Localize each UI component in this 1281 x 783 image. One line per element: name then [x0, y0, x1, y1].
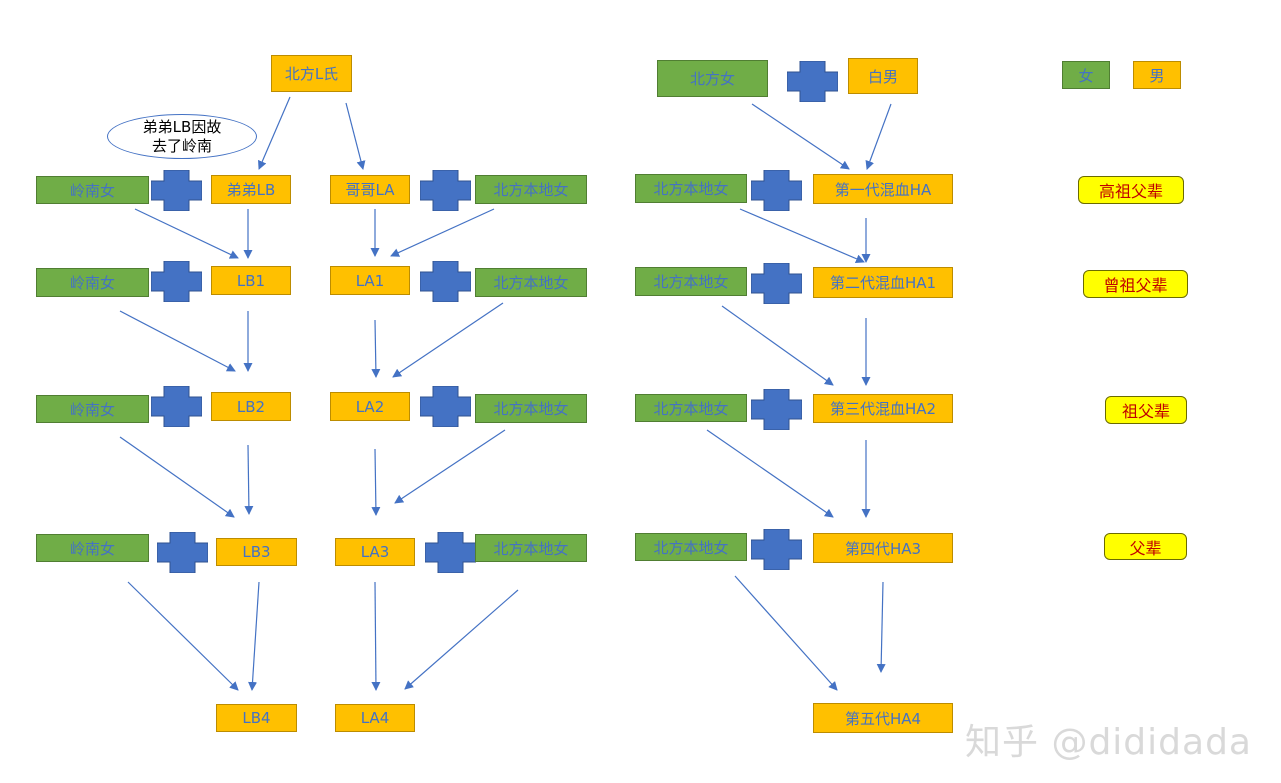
north-l-clan-box: 北方L氏: [271, 55, 352, 92]
lingnan-woman-box: 岭南女: [36, 176, 149, 204]
arrow: [345, 102, 366, 170]
la-box: LA4: [335, 704, 415, 732]
arrow: [751, 103, 850, 170]
plus-icon: [787, 61, 838, 102]
la-box: 哥哥LA: [330, 175, 410, 204]
north-woman-box: 北方女: [657, 60, 768, 97]
ha-box: 第二代混血HA1: [813, 267, 953, 298]
arrow: [248, 581, 260, 691]
local-woman-box: 北方本地女: [475, 394, 587, 423]
lingnan-woman-box: 岭南女: [36, 534, 149, 562]
arrow: [371, 319, 381, 378]
arrow: [127, 581, 239, 691]
arrow: [390, 208, 495, 257]
local-woman-box: 北方本地女: [635, 394, 747, 422]
local-woman-box: 北方本地女: [635, 533, 747, 561]
arrow: [134, 208, 239, 259]
lb-box: 弟弟LB: [211, 175, 291, 204]
lb-box: LB4: [216, 704, 297, 732]
note-bubble: 弟弟LB因故去了岭南: [107, 114, 257, 159]
watermark: 知乎 @dididada: [965, 722, 1252, 763]
generation-label: 祖父辈: [1105, 396, 1187, 424]
lb-box: LB2: [211, 392, 291, 421]
plus-icon: [151, 261, 202, 302]
plus-icon: [751, 389, 802, 430]
arrow: [404, 589, 519, 690]
arrow: [706, 429, 834, 518]
ha-box: 第四代HA3: [813, 533, 953, 563]
ha-box: 第三代混血HA2: [813, 394, 953, 423]
arrow: [371, 448, 381, 516]
local-woman-box: 北方本地女: [635, 267, 747, 296]
plus-icon: [751, 170, 802, 211]
arrow: [721, 305, 834, 386]
local-woman-box: 北方本地女: [475, 534, 587, 562]
arrow: [734, 575, 838, 691]
arrow: [258, 96, 291, 170]
note-line-1: 弟弟LB因故: [142, 117, 222, 136]
generation-label: 曾祖父辈: [1083, 270, 1188, 298]
la-box: LA3: [335, 538, 415, 566]
generation-label: 高祖父辈: [1078, 176, 1184, 204]
local-woman-box: 北方本地女: [635, 174, 747, 203]
lingnan-woman-box: 岭南女: [36, 395, 149, 423]
arrow: [119, 436, 235, 518]
lb-box: LB3: [216, 538, 297, 566]
plus-icon: [420, 386, 471, 427]
arrow: [739, 208, 865, 263]
legend-male: 男: [1133, 61, 1181, 89]
lingnan-woman-box: 岭南女: [36, 268, 149, 297]
arrow: [394, 429, 506, 504]
note-line-2: 去了岭南: [151, 136, 212, 155]
la-box: LA2: [330, 392, 410, 421]
plus-icon: [425, 532, 476, 573]
generation-label: 父辈: [1104, 533, 1187, 560]
arrow: [865, 103, 892, 170]
plus-icon: [420, 170, 471, 211]
local-woman-box: 北方本地女: [475, 175, 587, 204]
la-box: LA1: [330, 266, 410, 295]
plus-icon: [420, 261, 471, 302]
plus-icon: [751, 263, 802, 304]
arrow: [392, 302, 504, 378]
plus-icon: [157, 532, 208, 573]
plus-icon: [751, 529, 802, 570]
lb-box: LB1: [211, 266, 291, 295]
arrow: [876, 581, 886, 673]
legend-female: 女: [1062, 61, 1110, 89]
plus-icon: [151, 170, 202, 211]
arrow: [371, 581, 381, 691]
plus-icon: [151, 386, 202, 427]
local-woman-box: 北方本地女: [475, 268, 587, 297]
ha-box: 第一代混血HA: [813, 174, 953, 204]
ha-box: 第五代HA4: [813, 703, 953, 733]
arrow: [119, 310, 236, 372]
arrow: [244, 444, 254, 515]
white-man-box: 白男: [848, 58, 918, 94]
